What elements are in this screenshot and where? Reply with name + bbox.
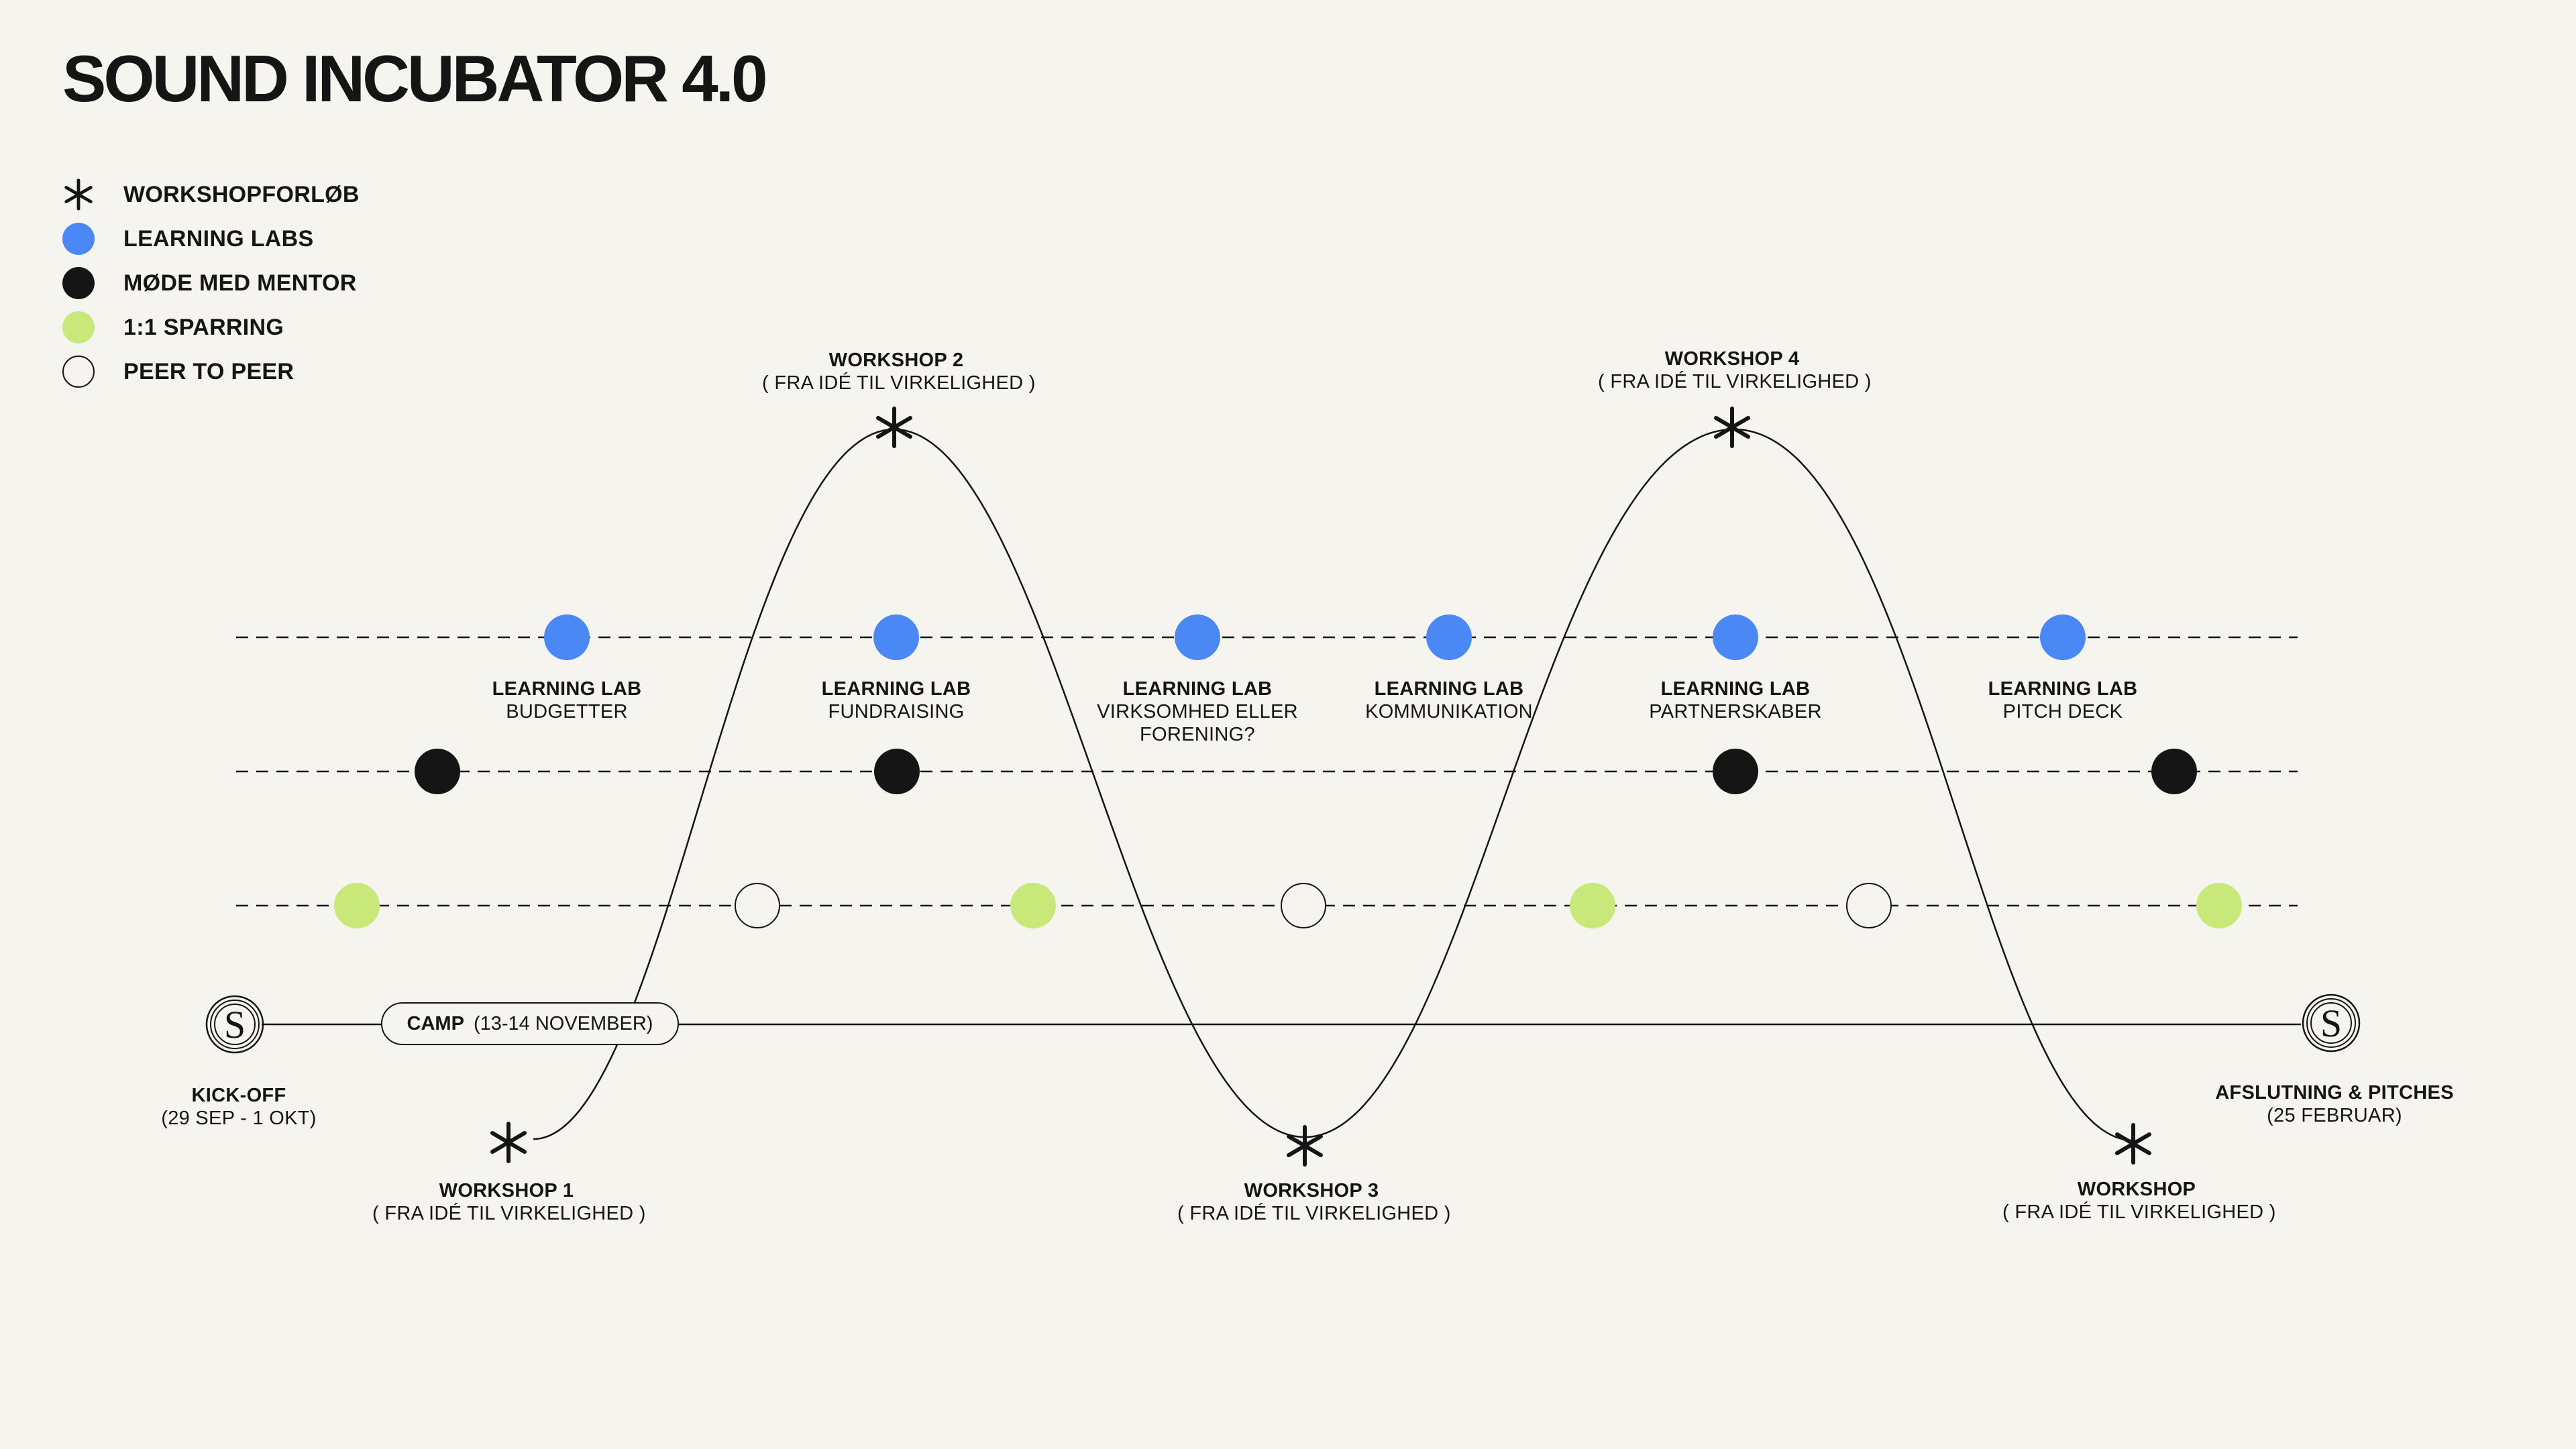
camp-title: CAMP [407,1012,464,1034]
workshop-4-label: WORKSHOP 4( FRA IDÉ TIL VIRKELIGHED ) [1598,348,1872,392]
legend-label: LEARNING LABS [123,225,314,252]
sparring-dot [2196,883,2242,928]
kickoff-label: KICK-OFF(29 SEP - 1 OKT) [161,1085,317,1129]
legend-label: MØDE MED MENTOR [123,270,357,296]
workshop-2-label: WORKSHOP 2( FRA IDÉ TIL VIRKELIGHED ) [762,350,1036,394]
workshop-4-asterisk-icon [1714,407,1750,448]
legend-label: WORKSHOPFORLØB [123,181,360,207]
mentor-dot [415,749,460,794]
end-logo: S [2302,994,2361,1053]
sparring-dot [334,883,380,928]
legend-item-sparring: 1:1 SPARRING [62,307,464,347]
page-title: SOUND INCUBATOR 4.0 [62,42,768,115]
learning-lab-dot [2040,614,2086,660]
svg-text:S: S [224,1003,246,1046]
camp-dates: (13-14 NOVEMBER) [473,1012,653,1034]
open-circle-icon [62,355,95,388]
learning-lab-dot [873,614,919,660]
workshop-1-asterisk-icon [490,1122,527,1163]
legend-item-learning-labs: LEARNING LABS [62,219,464,259]
camp-badge: CAMP (13-14 NOVEMBER) [381,1002,679,1045]
learning-lab-dot [544,614,590,660]
asterisk-icon [62,178,95,211]
workshop-1-label: WORKSHOP 1( FRA IDÉ TIL VIRKELIGHED ) [372,1180,646,1224]
peer-to-peer-circle [1846,883,1892,928]
mentor-dot [2151,749,2197,794]
kickoff-logo: S [205,995,264,1054]
legend-item-peer: PEER TO PEER [62,352,464,392]
workshop-3-label: WORKSHOP 3( FRA IDÉ TIL VIRKELIGHED ) [1177,1180,1451,1224]
legend-label: 1:1 SPARRING [123,314,284,340]
workshop-5-asterisk-icon [2115,1123,2151,1165]
green-dot-icon [62,311,95,344]
learning-lab-dot [1175,614,1220,660]
finale-label: AFSLUTNING & PITCHES(25 FEBRUAR) [2215,1082,2454,1126]
workshop-3-asterisk-icon [1287,1125,1323,1167]
svg-text:S: S [2320,1002,2342,1045]
mentor-dot [1713,749,1758,794]
workshop-curve [533,428,2134,1142]
peer-to-peer-circle [735,883,780,928]
workshop-2-asterisk-icon [876,407,912,448]
sparring-dot [1570,883,1615,928]
black-dot-icon [62,266,95,300]
learning-lab-dot [1713,614,1758,660]
legend-item-workshop: WORKSHOPFORLØB [62,174,464,215]
legend-item-mentor: MØDE MED MENTOR [62,263,464,303]
peer-to-peer-circle [1281,883,1326,928]
sparring-dot [1010,883,1056,928]
blue-dot-icon [62,222,95,256]
legend-label: PEER TO PEER [123,358,294,384]
workshop-5-label: WORKSHOP( FRA IDÉ TIL VIRKELIGHED ) [2002,1179,2276,1223]
mentor-dot [874,749,920,794]
learning-lab-dot [1426,614,1472,660]
